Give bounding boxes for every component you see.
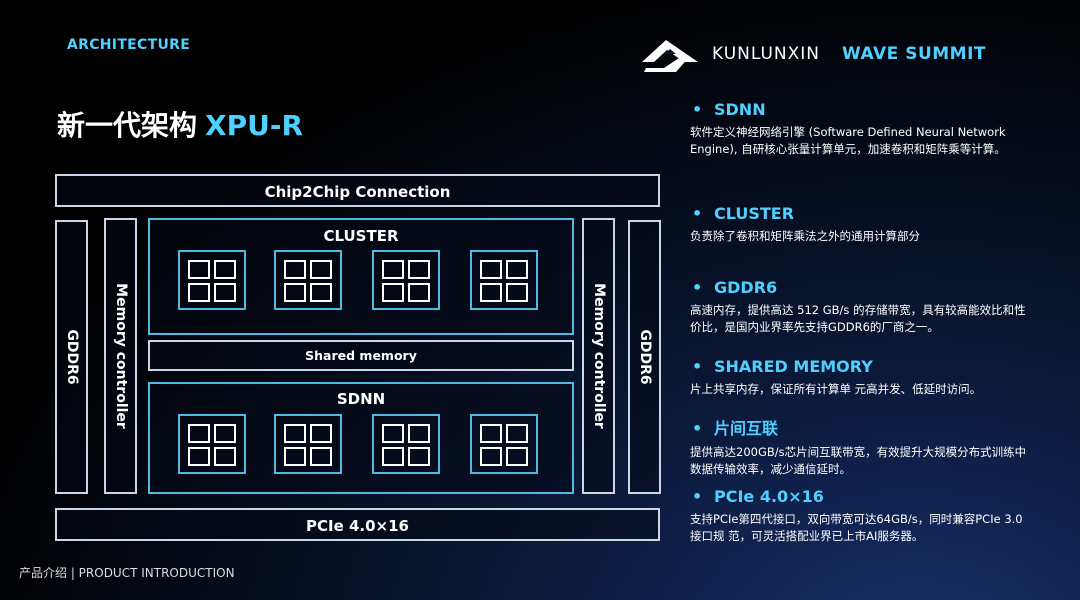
- feature-title: •SHARED MEMORY: [692, 357, 873, 376]
- feature-title: •GDDR6: [692, 278, 778, 297]
- compute-core: [274, 414, 342, 474]
- core-cell: [506, 283, 528, 302]
- core-cell: [214, 447, 236, 466]
- core-cell: [408, 447, 430, 466]
- bullet-icon: •: [692, 487, 703, 506]
- core-cell: [506, 424, 528, 443]
- core-cell: [188, 424, 210, 443]
- core-cell: [310, 283, 332, 302]
- bullet-icon: •: [692, 357, 703, 376]
- core-cell: [188, 260, 210, 279]
- core-cell: [284, 424, 306, 443]
- shared-memory-bar: Shared memory: [148, 340, 574, 371]
- core-cell: [214, 260, 236, 279]
- bullet-icon: •: [692, 204, 703, 223]
- compute-core: [470, 250, 538, 310]
- gddr6-left: GDDR6: [55, 220, 88, 494]
- feature-desc: 支持PCIe第四代接口，双向带宽可达64GB/s，同时兼容PCIe 3.0 接口…: [690, 512, 1023, 543]
- core-cell: [480, 283, 502, 302]
- memory-controller-right-label: Memory controller: [590, 283, 607, 429]
- compute-core: [470, 414, 538, 474]
- core-cell: [408, 283, 430, 302]
- core-cell: [480, 260, 502, 279]
- chip2chip-label: Chip2Chip Connection: [264, 183, 451, 201]
- feature-item: •CLUSTER 负责除了卷积和矩阵乘法之外的通用计算部分: [690, 204, 1035, 245]
- cluster-block: CLUSTER: [148, 218, 574, 335]
- memory-controller-left-label: Memory controller: [112, 283, 129, 429]
- compute-core: [178, 414, 246, 474]
- footer-label: 产品介绍 | PRODUCT INTRODUCTION: [19, 566, 235, 580]
- core-cell: [284, 260, 306, 279]
- memory-controller-right: Memory controller: [582, 218, 615, 494]
- core-cell: [408, 424, 430, 443]
- feature-title: •片间互联: [692, 419, 779, 438]
- core-cell: [408, 260, 430, 279]
- pcie-label: PCIe 4.0×16: [306, 517, 409, 535]
- compute-core: [372, 414, 440, 474]
- sdnn-label: SDNN: [336, 390, 386, 408]
- core-cell: [310, 424, 332, 443]
- architecture-diagram: Chip2Chip Connection GDDR6 Memory contro…: [55, 174, 661, 542]
- brand-name: KUNLUNXIN: [712, 44, 821, 64]
- core-cell: [188, 283, 210, 302]
- bullet-icon: •: [692, 278, 703, 297]
- compute-core: [372, 250, 440, 310]
- memory-controller-left: Memory controller: [104, 218, 137, 494]
- core-cell: [382, 424, 404, 443]
- core-cell: [382, 447, 404, 466]
- gddr6-right: GDDR6: [628, 220, 661, 494]
- sdnn-block: SDNN: [148, 382, 574, 494]
- gddr6-right-label: GDDR6: [636, 329, 653, 385]
- chip2chip-bar: Chip2Chip Connection: [55, 174, 660, 207]
- core-cell: [284, 283, 306, 302]
- feature-title: •SDNN: [692, 100, 766, 119]
- gddr6-left-label: GDDR6: [63, 329, 80, 385]
- section-tag: ARCHITECTURE: [67, 37, 191, 53]
- feature-item: •SHARED MEMORY 片上共享内存，保证所有计算单 元高并发、低延时访问…: [690, 357, 1035, 398]
- compute-core: [178, 250, 246, 310]
- bullet-icon: •: [692, 100, 703, 119]
- header-logo: KUNLUNXIN WAVE SUMMIT: [640, 34, 986, 74]
- feature-item: •PCIe 4.0×16 支持PCIe第四代接口，双向带宽可达64GB/s，同时…: [690, 487, 1035, 545]
- feature-desc: 高速内存，提供高达 512 GB/s 的存储带宽，具有较高能效比和性价比，是国内…: [690, 303, 1026, 334]
- core-cell: [480, 447, 502, 466]
- core-cell: [480, 424, 502, 443]
- core-cell: [310, 447, 332, 466]
- feature-item: •片间互联 提供高达200GB/s芯片间互联带宽，有效提升大规模分布式训练中数据…: [690, 415, 1035, 478]
- cluster-label: CLUSTER: [323, 227, 399, 245]
- title-accent: XPU-R: [205, 109, 304, 142]
- bullet-icon: •: [692, 419, 703, 438]
- compute-core: [274, 250, 342, 310]
- feature-desc: 提供高达200GB/s芯片间互联带宽，有效提升大规模分布式训练中数据传输效率，减…: [690, 445, 1027, 476]
- core-cell: [214, 424, 236, 443]
- core-cell: [188, 447, 210, 466]
- core-cell: [310, 260, 332, 279]
- feature-desc: 片上共享内存，保证所有计算单 元高并发、低延时访问。: [690, 382, 982, 396]
- core-cell: [284, 447, 306, 466]
- core-cell: [506, 447, 528, 466]
- core-cell: [214, 283, 236, 302]
- feature-desc: 软件定义神经网络引擎 (Software Defined Neural Netw…: [690, 125, 1006, 156]
- shared-memory-label: Shared memory: [305, 348, 417, 363]
- title-main: 新一代架构: [57, 109, 198, 142]
- kunlunxin-logo-icon: [642, 40, 698, 72]
- feature-desc: 负责除了卷积和矩阵乘法之外的通用计算部分: [690, 229, 920, 243]
- event-name: WAVE SUMMIT: [842, 44, 986, 64]
- feature-title: •CLUSTER: [692, 204, 795, 223]
- feature-item: •GDDR6 高速内存，提供高达 512 GB/s 的存储带宽，具有较高能效比和…: [690, 278, 1035, 336]
- feature-title: •PCIe 4.0×16: [692, 487, 824, 506]
- feature-item: •SDNN 软件定义神经网络引擎 (Software Defined Neura…: [690, 100, 1035, 158]
- core-cell: [506, 260, 528, 279]
- core-cell: [382, 260, 404, 279]
- core-cell: [382, 283, 404, 302]
- pcie-bar: PCIe 4.0×16: [55, 508, 660, 541]
